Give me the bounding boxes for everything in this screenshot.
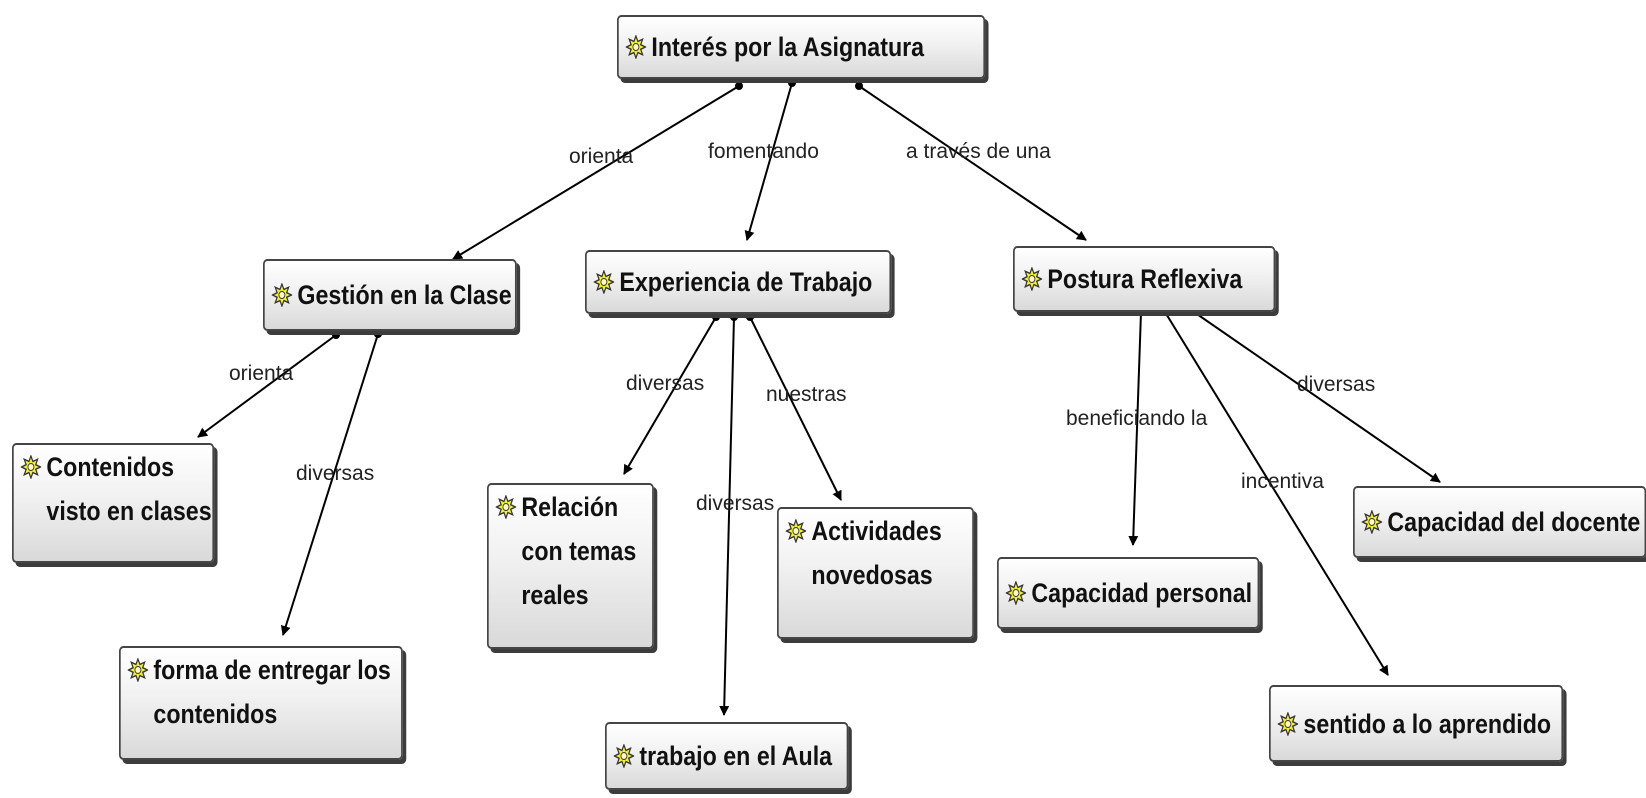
link-postura-cap_personal <box>1128 311 1142 546</box>
concept-label: Gestión en la Clase <box>297 280 512 310</box>
concept-icon <box>785 519 807 543</box>
concept-icon <box>20 455 42 479</box>
concept-label: Postura Reflexiva <box>1047 264 1243 294</box>
link-label-interes-experiencia: fomentando <box>708 140 819 163</box>
link-gestion-contenidos <box>197 334 337 438</box>
concept-node-cap-personal[interactable]: Capacidad personal <box>997 557 1259 629</box>
concept-label: Capacidad del docente <box>1387 507 1641 537</box>
link-label-interes-gestion: orienta <box>569 145 634 168</box>
concept-node-gestion[interactable]: Gestión en la Clase <box>263 259 517 331</box>
concept-label: Actividades novedosas <box>811 516 942 590</box>
concept-label: Contenidos visto en clases <box>46 452 212 526</box>
concept-icon <box>1277 712 1299 736</box>
concept-icon <box>1021 267 1043 291</box>
link-postura-cap_docente <box>1193 311 1441 483</box>
concept-label: Relación con temas reales <box>521 492 637 610</box>
concept-label: sentido a lo aprendido <box>1303 709 1552 739</box>
link-origin-dot <box>746 313 754 321</box>
link-label-interes-postura: a través de una <box>906 140 1051 163</box>
concept-node-postura[interactable]: Postura Reflexiva <box>1013 246 1275 312</box>
concept-node-cap-docente[interactable]: Capacidad del docente <box>1353 486 1646 558</box>
link-label-gestion-contenidos: orienta <box>229 362 294 385</box>
link-interes-gestion <box>452 85 740 260</box>
link-origin-dot <box>735 82 743 90</box>
link-label-experiencia-actividades: nuestras <box>766 383 847 406</box>
link-gestion-forma <box>280 333 379 636</box>
concept-label: Experiencia de Trabajo <box>619 267 873 297</box>
link-label-postura-cap_docente: diversas <box>1297 373 1375 396</box>
concept-label: trabajo en el Aula <box>639 741 833 771</box>
concept-label: Capacidad personal <box>1031 578 1253 608</box>
link-experiencia-actividades <box>749 316 842 501</box>
link-interes-postura <box>858 85 1087 241</box>
concept-node-trabajo[interactable]: trabajo en el Aula <box>605 722 848 790</box>
concept-label: forma de entregar los contenidos <box>153 655 391 729</box>
link-label-experiencia-trabajo: diversas <box>696 492 774 515</box>
link-label-postura-sentido: incentiva <box>1241 470 1324 493</box>
link-label-postura-cap_personal: beneficiando la <box>1066 407 1208 430</box>
concept-icon <box>1361 510 1383 534</box>
concept-icon <box>625 35 647 59</box>
link-postura-sentido <box>1164 311 1389 676</box>
link-origin-dot <box>374 330 382 338</box>
concept-label: Interés por la Asignatura <box>651 32 925 62</box>
link-label-experiencia-relacion: diversas <box>626 372 704 395</box>
link-origin-dot <box>855 82 863 90</box>
concept-icon <box>1005 581 1027 605</box>
concept-node-interes[interactable]: Interés por la Asignatura <box>617 15 985 79</box>
concept-node-sentido[interactable]: sentido a lo aprendido <box>1269 685 1563 762</box>
concept-icon <box>593 270 615 294</box>
concept-node-forma[interactable]: forma de entregar los contenidos <box>119 646 403 760</box>
concept-icon <box>127 658 149 682</box>
concept-icon <box>613 744 635 768</box>
link-origin-dot <box>712 313 720 321</box>
concept-node-contenidos[interactable]: Contenidos visto en clases <box>12 443 214 563</box>
link-origin-dot <box>332 331 340 339</box>
link-origin-dot <box>788 79 796 87</box>
concept-node-actividades[interactable]: Actividades novedosas <box>777 507 974 639</box>
concept-node-relacion[interactable]: Relación con temas reales <box>487 483 654 649</box>
link-experiencia-relacion <box>623 316 717 475</box>
link-origin-dot <box>730 313 738 321</box>
link-label-gestion-forma: diversas <box>296 462 374 485</box>
link-experiencia-trabajo <box>719 316 735 716</box>
concept-node-experiencia[interactable]: Experiencia de Trabajo <box>585 250 891 314</box>
concept-icon <box>495 495 517 519</box>
link-interes-experiencia <box>744 82 793 241</box>
concept-icon <box>271 283 293 307</box>
